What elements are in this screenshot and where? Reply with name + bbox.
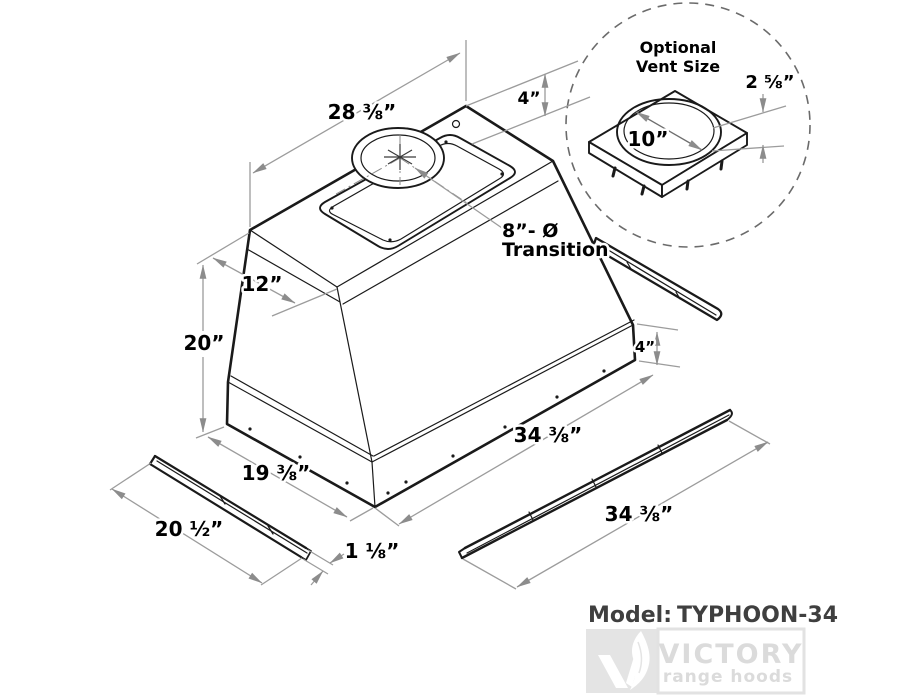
back-right-rail-drawing [591, 236, 723, 322]
dim-duct-height-label: 4” [635, 338, 655, 356]
vent-hole-inner-ring [623, 102, 715, 160]
transition-callout: 8”- Ø Transition [414, 167, 611, 264]
dim-right-rail-length-label: 34 ⅜” [605, 502, 674, 526]
optional-vent-detail: Optional Vent Size 2 ⅝” 10” [565, 2, 811, 248]
brand-name: VICTORY [659, 639, 804, 670]
dim-top-depth: 12” [212, 257, 338, 317]
detail-thickness-label: 2 ⅝” [745, 72, 794, 93]
detail-diameter-dimension [635, 111, 703, 151]
dim-top-width-label: 28 ⅜” [328, 100, 397, 124]
dim-top-depth-label: 12” [242, 272, 283, 296]
dim-vent-offset-label: 4” [517, 89, 540, 109]
brand-tagline: range hoods [663, 667, 793, 687]
footer: Model: TYPHOON-34 VICTORY range hoods [586, 603, 838, 695]
dim-height: 20” [181, 232, 250, 439]
dim-left-rail-width-label: 1 ⅛” [345, 539, 400, 563]
detail-title-line1: Optional [640, 38, 717, 57]
dim-left-rail-width: 1 ⅛” [302, 537, 402, 586]
logo-text-box [656, 627, 806, 695]
dim-bottom-left-label: 19 ⅜” [242, 461, 311, 485]
detail-thickness-dimension [711, 94, 787, 163]
vent-hole-outer-ring [616, 98, 722, 166]
dim-top-width: 28 ⅜” [249, 40, 467, 227]
dim-left-rail-length: 20 ½” [109, 462, 303, 586]
detail-title-line2: Vent Size [636, 57, 720, 76]
brand-logo: VICTORY range hoods [586, 627, 806, 695]
detail-bubble-circle [565, 2, 811, 248]
model-value: TYPHOON-34 [677, 603, 838, 628]
transition-label-line1: 8”- Ø [502, 220, 558, 242]
model-label: Model: [588, 603, 672, 628]
detail-diameter-label: 10” [628, 127, 669, 151]
dim-bottom-front-label: 34 ⅜” [514, 423, 583, 447]
transition-label-line2: Transition [502, 239, 609, 261]
dim-vent-offset: 4” [465, 60, 591, 145]
victory-v-flame-icon [598, 631, 650, 690]
dim-right-rail-length: 34 ⅜” [462, 420, 771, 590]
dim-bottom-left: 19 ⅜” [207, 436, 374, 522]
dim-left-rail-length-label: 20 ½” [155, 517, 224, 541]
dim-duct-height: 4” [632, 323, 681, 368]
dim-height-label: 20” [184, 331, 225, 355]
